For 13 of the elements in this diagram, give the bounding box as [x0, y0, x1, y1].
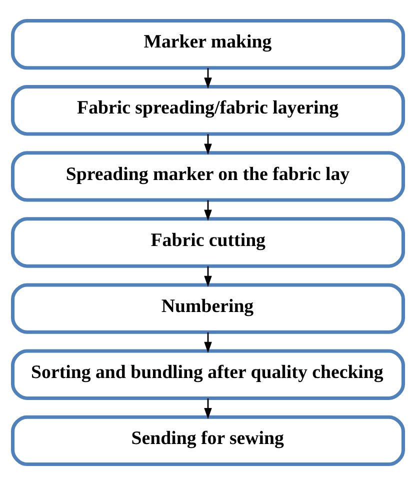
arrow	[204, 68, 212, 88]
node-box: Fabric cutting	[11, 216, 405, 268]
arrow	[204, 200, 212, 220]
node-box: Fabric spreading/fabric layering	[11, 84, 405, 136]
arrow	[204, 398, 212, 419]
node-box: Numbering	[11, 282, 405, 334]
node-box: Sending for sewing	[11, 414, 405, 466]
arrow	[204, 266, 212, 286]
arrow	[204, 332, 212, 353]
node-box: Spreading marker on the fabric lay	[11, 150, 405, 202]
node-box: Sorting and bundling after quality checking	[11, 348, 405, 400]
arrow	[204, 134, 212, 154]
node-box: Marker making	[11, 18, 405, 70]
